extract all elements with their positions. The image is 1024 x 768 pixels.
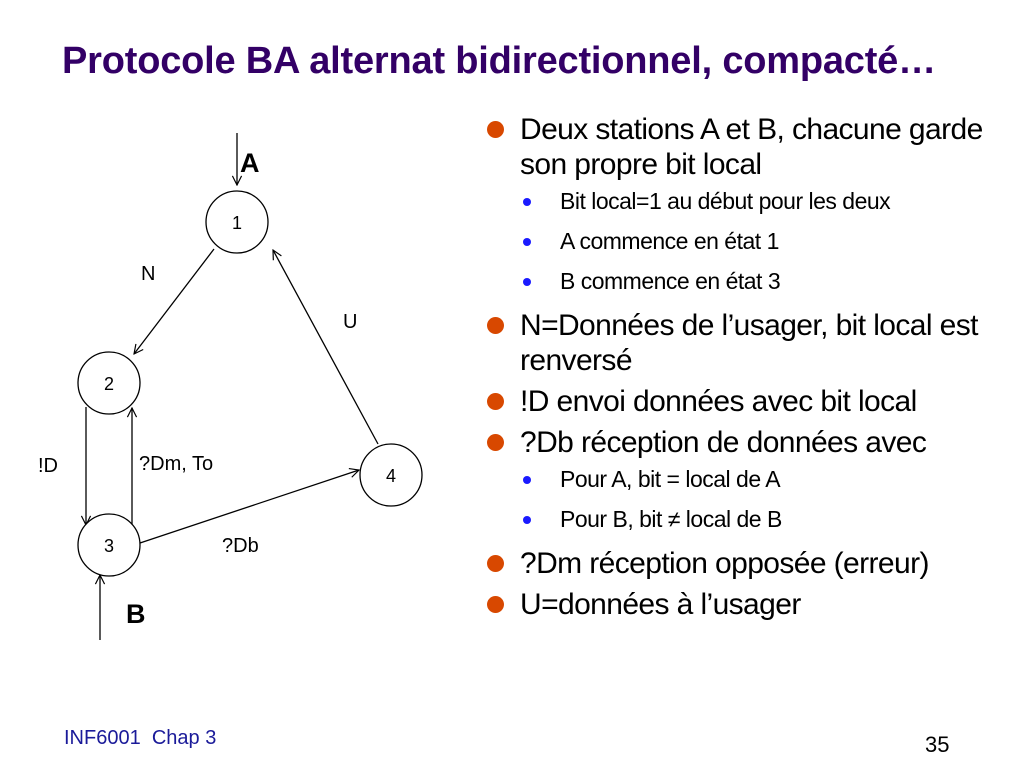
transition-1-to-2 (134, 248, 215, 354)
state-3: 3 (77, 513, 141, 577)
bullet-dot-icon (487, 393, 504, 410)
sub-bullet-dot-icon (523, 238, 531, 246)
label-db: ?Db (222, 535, 259, 557)
sub-bullet-dot-icon (523, 476, 531, 484)
state-diagram: 1 2 3 4 A B N U !D ?Dm, To ?Db (38, 133, 423, 640)
transition-3-to-4 (139, 470, 359, 544)
sub-bullet-text: Bit local=1 au début pour les deux (560, 188, 891, 214)
bullet-dot-icon (487, 434, 504, 451)
sub-bullet-item: B commence en état 3 (520, 268, 1004, 295)
bullet-item: ?Dm réception opposée (erreur) (484, 546, 1004, 581)
label-d-send: !D (38, 455, 58, 477)
state-4-label: 4 (386, 466, 396, 486)
bullet-dot-icon (487, 596, 504, 613)
slide-title: Protocole BA alternat bidirectionnel, co… (62, 40, 936, 82)
state-1-label: 1 (232, 213, 242, 233)
sub-bullet-item: Pour B, bit ≠ local de B (520, 506, 1004, 533)
sub-bullet-text: A commence en état 1 (560, 228, 779, 254)
sub-bullet-item: Bit local=1 au début pour les deux (520, 188, 1004, 215)
bullet-list: Deux stations A et B, chacune garde son … (484, 112, 1004, 628)
label-n: N (141, 263, 155, 285)
station-a-label: A (240, 148, 260, 178)
bullet-text: U=données à l’usager (520, 588, 801, 621)
transition-4-to-1 (273, 250, 379, 445)
sub-bullet-text: Pour A, bit = local de A (560, 466, 781, 492)
sub-bullet-list: Bit local=1 au début pour les deux A comm… (520, 188, 1004, 295)
state-2-label: 2 (104, 374, 114, 394)
footer-course-code: INF6001 (64, 727, 141, 749)
bullet-text: !D envoi données avec bit local (520, 385, 917, 418)
sub-bullet-list: Pour A, bit = local de A Pour B, bit ≠ lo… (520, 466, 1004, 533)
bullet-item: U=données à l’usager (484, 587, 1004, 622)
footer-chapter: Chap 3 (151, 727, 217, 749)
label-u: U (343, 311, 357, 333)
bullet-text: ?Dm réception opposée (erreur) (520, 547, 929, 580)
bullet-text: ?Db réception de données avec (520, 426, 927, 459)
footer-course: INF6001 Chap 3 (64, 727, 216, 750)
bullet-text: Deux stations A et B, chacune garde son … (520, 113, 983, 181)
sub-bullet-item: A commence en état 1 (520, 228, 1004, 255)
bullet-item: N=Données de l’usager, bit local est ren… (484, 308, 1004, 378)
sub-bullet-item: Pour A, bit = local de A (520, 466, 1004, 493)
bullet-dot-icon (487, 317, 504, 334)
sub-bullet-text: Pour B, bit ≠ local de B (560, 506, 782, 532)
bullet-dot-icon (487, 121, 504, 138)
bullet-item: Deux stations A et B, chacune garde son … (484, 112, 1004, 295)
bullet-dot-icon (487, 555, 504, 572)
sub-bullet-dot-icon (523, 198, 531, 206)
state-2: 2 (77, 351, 141, 415)
bullet-text: N=Données de l’usager, bit local est ren… (520, 309, 978, 377)
page-number: 35 (925, 732, 950, 757)
label-dm-to: ?Dm, To (139, 453, 213, 475)
sub-bullet-dot-icon (523, 516, 531, 524)
state-4: 4 (359, 443, 423, 507)
sub-bullet-dot-icon (523, 278, 531, 286)
state-3-label: 3 (104, 536, 114, 556)
sub-bullet-text: B commence en état 3 (560, 268, 781, 294)
state-1: 1 (205, 190, 269, 254)
station-b-label: B (126, 599, 146, 629)
bullet-item: !D envoi données avec bit local (484, 384, 1004, 419)
